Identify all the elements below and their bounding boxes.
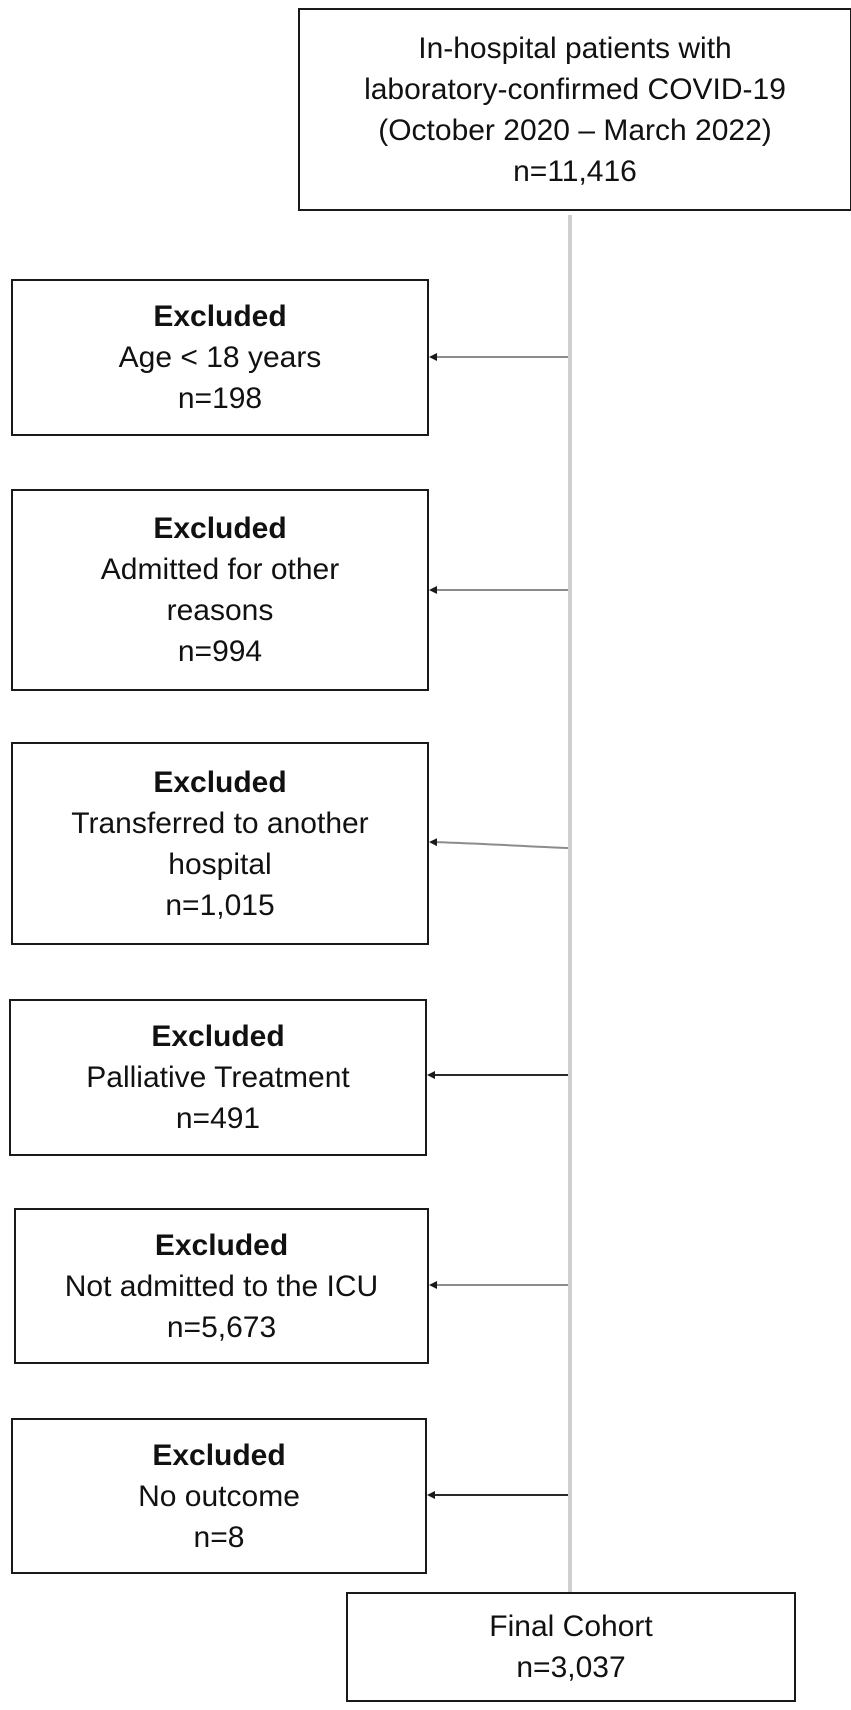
exclusion-reason: Not admitted to the ICU [64,1269,379,1303]
final-cohort-box: Final Cohort n=3,037 [346,1592,796,1702]
exclusion-reason: hospital [168,847,272,881]
exclusion-count: n=1,015 [165,888,275,922]
exclusion-arrow-3 [429,838,569,849]
exclusion-box-transferred: Excluded Transferred to another hospital… [11,742,429,945]
start-line-3: (October 2020 – March 2022) [378,113,772,147]
exclusion-box-not-icu: Excluded Not admitted to the ICU n=5,673 [14,1208,429,1364]
exclusion-box-age: Excluded Age < 18 years n=198 [11,279,429,436]
exclusion-reason: Age < 18 years [118,341,322,374]
final-label: Final Cohort [489,1610,653,1643]
start-line-1: In-hospital patients with [418,31,732,65]
exclusion-reason: No outcome [138,1479,300,1513]
exclusion-reason: Transferred to another [71,806,369,840]
exclusion-box-other-reasons: Excluded Admitted for other reasons n=99… [11,489,429,691]
exclusion-count: n=8 [193,1520,245,1554]
exclusion-heading: Excluded [151,1020,285,1053]
exclusion-count: n=491 [175,1102,261,1135]
exclusion-count: n=198 [177,382,263,415]
start-count: n=11,416 [513,154,637,188]
exclusion-reason: Admitted for other [100,553,340,586]
exclusion-heading: Excluded [153,300,287,333]
exclusion-heading: Excluded [153,512,287,545]
exclusion-box-palliative: Excluded Palliative Treatment n=491 [9,999,427,1156]
exclusion-heading: Excluded [152,1438,286,1472]
exclusion-count: n=5,673 [166,1310,277,1344]
exclusion-reason: reasons [166,594,274,627]
start-population-box: In-hospital patients with laboratory-con… [298,8,851,211]
exclusion-heading: Excluded [154,1228,289,1262]
final-count: n=3,037 [516,1651,626,1684]
exclusion-heading: Excluded [153,765,287,799]
exclusion-box-no-outcome: Excluded No outcome n=8 [11,1418,427,1574]
exclusion-count: n=994 [177,635,263,668]
start-line-2: laboratory-confirmed COVID-19 [364,72,786,106]
exclusion-reason: Palliative Treatment [86,1061,350,1094]
